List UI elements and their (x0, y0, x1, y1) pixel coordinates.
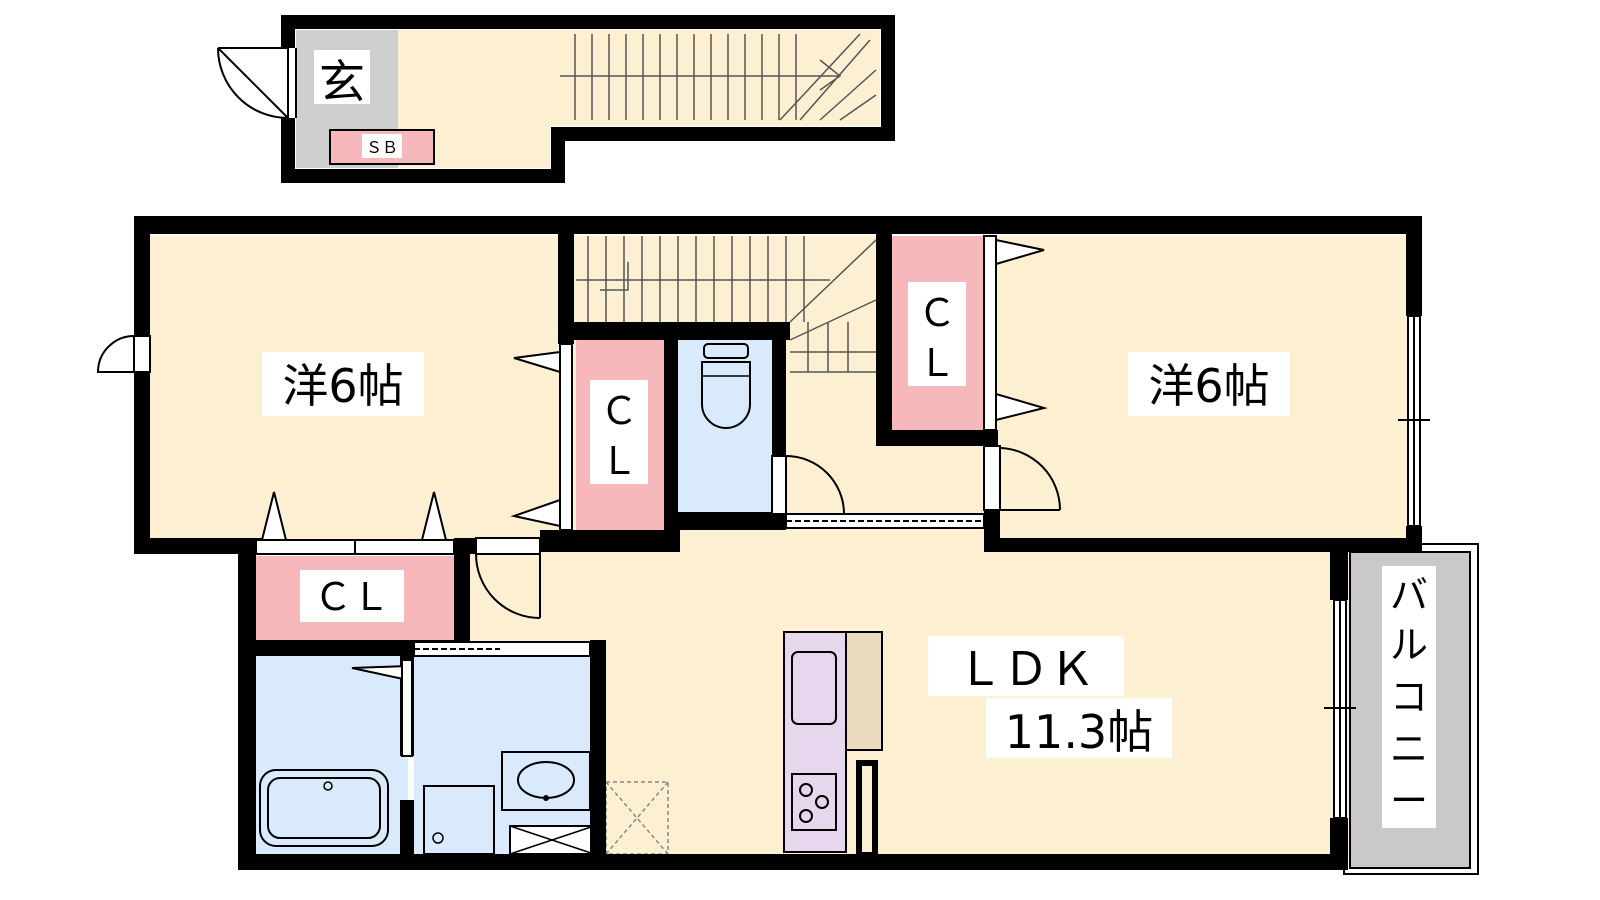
ldk-label-line2: 11.3帖 (1005, 705, 1153, 759)
burner-1 (799, 783, 813, 797)
kitchen-sink (791, 651, 837, 725)
main-floor: 洋6帖 洋6帖 Ｃ Ｌ Ｃ Ｌ ＣＬ ＬＤＫ 11.3帖 バ ル コ ニ ー (96, 216, 1479, 875)
stove (791, 773, 837, 831)
balcony-label-bg (1382, 566, 1436, 828)
western-left-label-bg (262, 352, 424, 416)
balcony-label-5: ー (1390, 779, 1428, 823)
upper-stairs (560, 33, 877, 121)
fridge-gap (862, 766, 872, 852)
entrance-floor (296, 30, 880, 168)
toilet-bowl (701, 361, 751, 429)
entrance-block: ＳＢ 玄 (217, 15, 895, 183)
closet-left-label-c: Ｃ (600, 389, 638, 433)
burner-3 (799, 809, 813, 823)
balcony-label-1: バ (1390, 573, 1428, 617)
balcony-label-2: ル (1390, 623, 1428, 667)
bathtub (259, 769, 389, 847)
windows (413, 315, 1430, 819)
washing-machine (423, 785, 495, 855)
swing-doors (96, 335, 1061, 619)
closet-right-label-l: Ｌ (918, 341, 956, 385)
entrance-walls (281, 15, 895, 183)
shoe-box-label-bg (362, 134, 402, 158)
balcony-label-3: コ (1390, 675, 1428, 719)
closet-bottom-label-bg (300, 570, 404, 622)
shoe-box-label: ＳＢ (366, 138, 398, 157)
western-right-label: 洋6帖 (1148, 359, 1269, 413)
closet-left-label-bg (590, 380, 648, 484)
washbasin (501, 751, 591, 811)
entrance-door-swing (217, 47, 289, 119)
toilet-tank (703, 343, 749, 359)
ldk-label-line1: ＬＤＫ (957, 642, 1095, 696)
room-labels: 洋6帖 洋6帖 Ｃ Ｌ Ｃ Ｌ ＣＬ ＬＤＫ 11.3帖 バ ル コ ニ ー (262, 282, 1436, 828)
closet-bottom-label: ＣＬ (314, 575, 390, 619)
western-left-label: 洋6帖 (282, 359, 403, 413)
bathtub-inner (267, 777, 381, 839)
bathtub-drain (323, 781, 333, 791)
closet-right-label-c: Ｃ (918, 291, 956, 335)
genkan-label-bg (314, 50, 370, 104)
western-right-label-bg (1128, 352, 1290, 416)
lower-stairs (576, 236, 877, 373)
ldk-label-bg-2 (986, 698, 1172, 758)
balcony-label-4: ニ (1390, 727, 1428, 771)
back-counter (845, 631, 883, 751)
closet-left-label-l: Ｌ (600, 439, 638, 483)
genkan-label: 玄 (319, 55, 365, 109)
closet-doors (255, 235, 1048, 757)
burner-2 (815, 795, 829, 809)
closet-right-label-bg (908, 282, 966, 386)
washing-machine-drain (432, 832, 444, 844)
ldk-label-bg-1 (928, 636, 1124, 696)
